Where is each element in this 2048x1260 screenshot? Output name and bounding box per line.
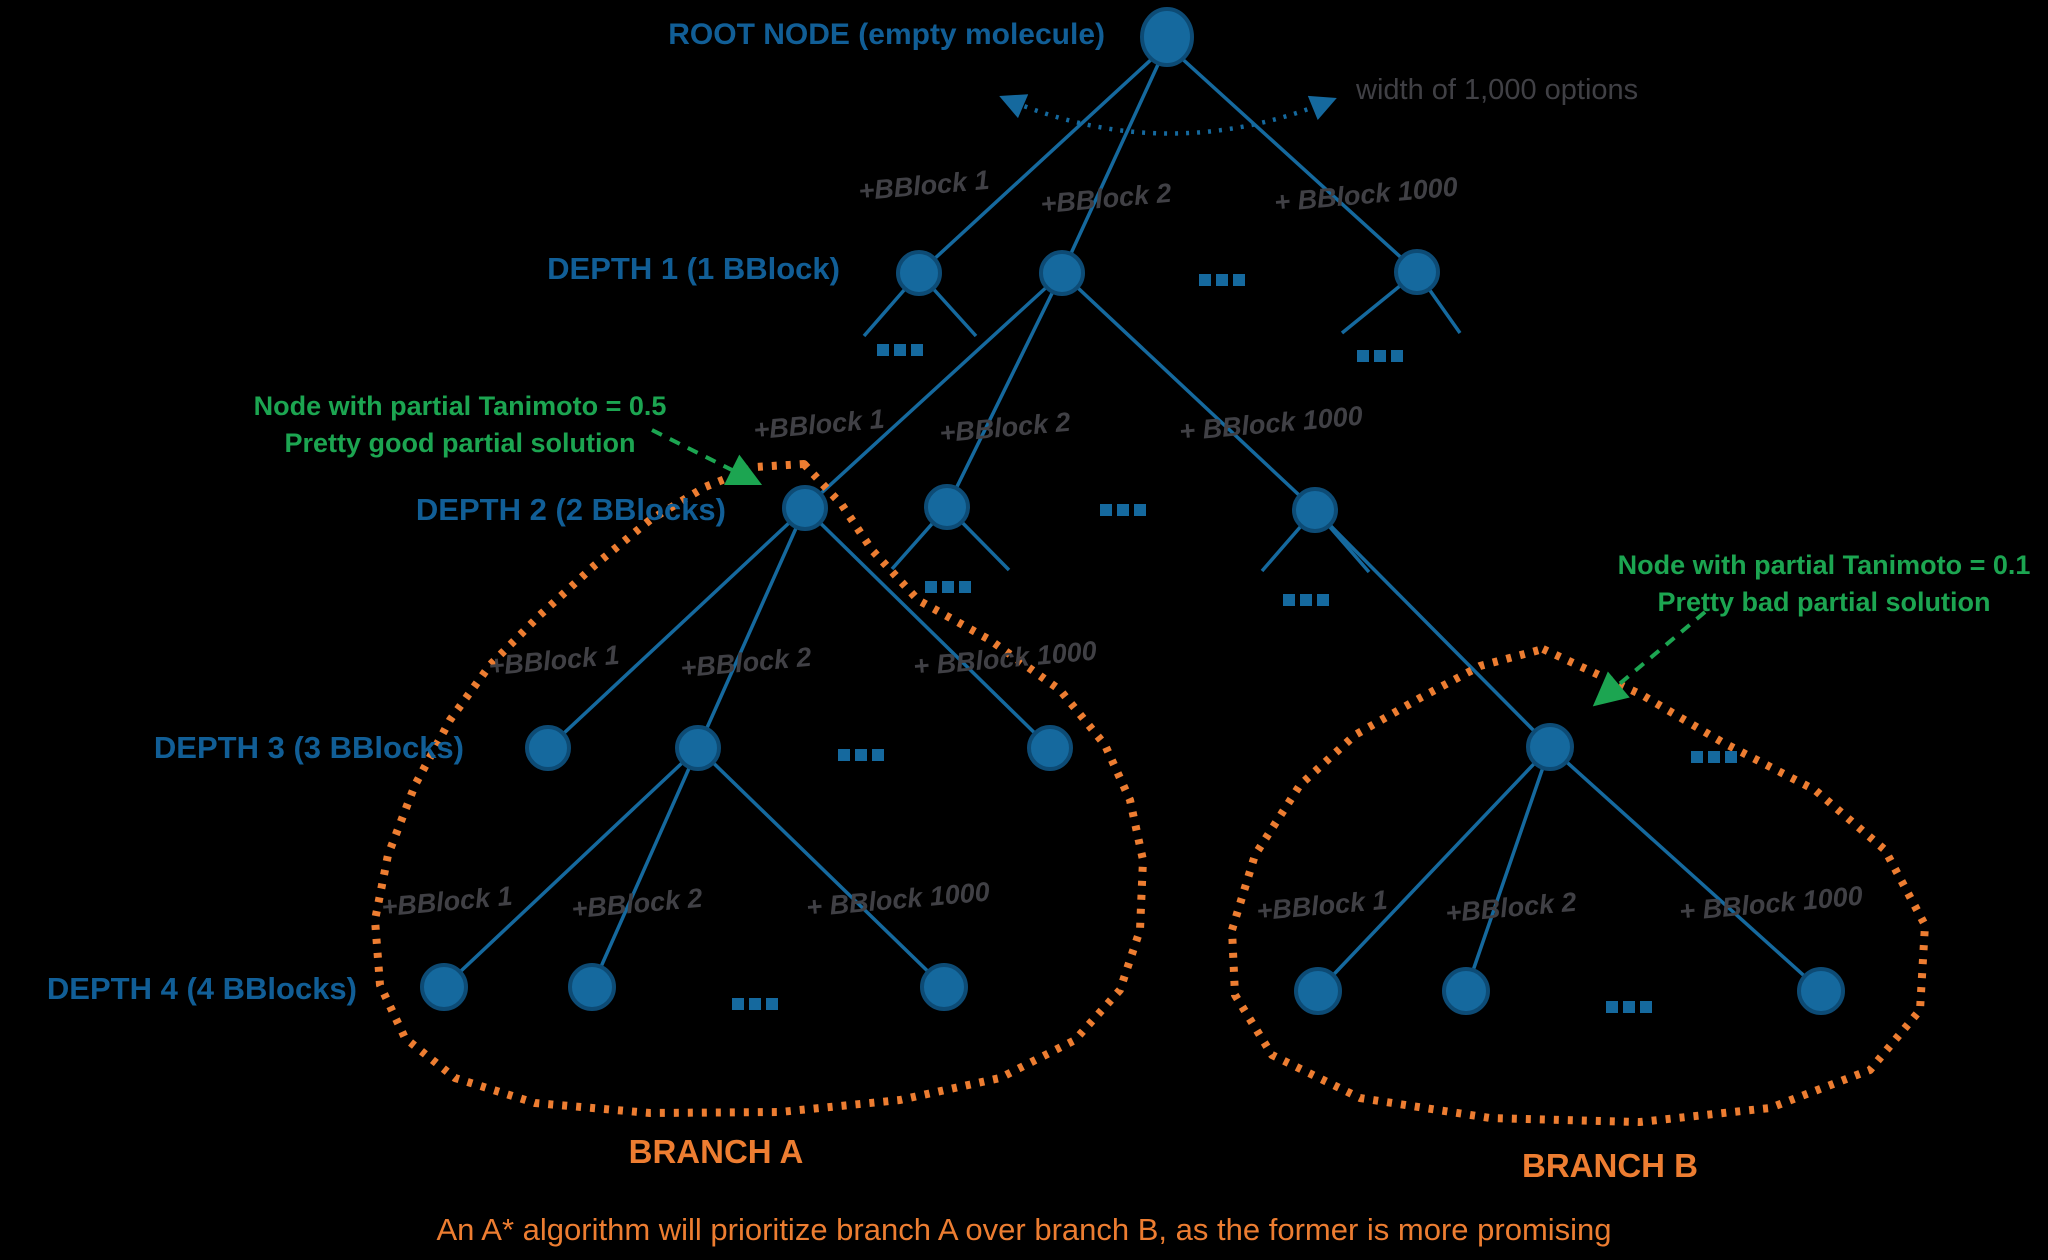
ellipsis bbox=[1100, 504, 1146, 516]
ellipsis bbox=[1691, 751, 1737, 763]
depth3-node bbox=[675, 725, 721, 771]
root-node-label: ROOT NODE (empty molecule) bbox=[668, 18, 1105, 51]
ellipsis bbox=[732, 998, 778, 1010]
depth2-node-good bbox=[782, 485, 828, 531]
branch-a-outline bbox=[371, 460, 1147, 1117]
depth3-node-bad bbox=[1526, 723, 1574, 771]
width-arc-arrow bbox=[999, 94, 1337, 136]
good-node-note-line1: Node with partial Tanimoto = 0.5 bbox=[253, 391, 667, 421]
depth3-node bbox=[1027, 725, 1073, 771]
depth1-node bbox=[896, 250, 942, 296]
ellipsis bbox=[925, 581, 971, 593]
depth-4-label: DEPTH 4 (4 BBlocks) bbox=[46, 971, 357, 1006]
caption: An A* algorithm will prioritize branch A… bbox=[436, 1212, 1612, 1247]
branch-a-label: BRANCH A bbox=[628, 1133, 804, 1170]
depth-2-label: DEPTH 2 (2 BBlocks) bbox=[415, 492, 726, 527]
depth2-node bbox=[1292, 487, 1338, 533]
depth3-node bbox=[525, 725, 571, 771]
depth1-node bbox=[1394, 249, 1440, 295]
ellipsis bbox=[1283, 594, 1329, 606]
width-note: width of 1,000 options bbox=[1356, 74, 1639, 106]
depth4-node bbox=[568, 963, 616, 1011]
ellipsis bbox=[1199, 274, 1245, 286]
depth1-node bbox=[1039, 250, 1085, 296]
depth4-node bbox=[420, 963, 468, 1011]
branch-b-outline bbox=[1228, 645, 1929, 1126]
ellipsis bbox=[877, 344, 923, 356]
bad-node-note: Node with partial Tanimoto = 0.1 Pretty … bbox=[1600, 547, 2048, 621]
depth4-node bbox=[920, 963, 968, 1011]
root-node bbox=[1140, 7, 1194, 67]
depth4-node bbox=[1797, 967, 1845, 1015]
ellipsis bbox=[1357, 350, 1403, 362]
bad-node-note-line2: Pretty bad partial solution bbox=[1657, 587, 1991, 617]
tree-nodes bbox=[420, 7, 1845, 1015]
good-node-note-line2: Pretty good partial solution bbox=[284, 428, 636, 458]
branch-b-label: BRANCH B bbox=[1522, 1147, 1698, 1184]
depth4-node bbox=[1294, 967, 1342, 1015]
ellipsis bbox=[838, 749, 884, 761]
depth-1-label: DEPTH 1 (1 BBlock) bbox=[547, 251, 840, 286]
bad-node-note-line1: Node with partial Tanimoto = 0.1 bbox=[1617, 550, 2031, 580]
depth-3-label: DEPTH 3 (3 BBlocks) bbox=[153, 730, 464, 765]
depth4-node bbox=[1442, 967, 1490, 1015]
depth2-node bbox=[924, 484, 970, 530]
good-node-note: Node with partial Tanimoto = 0.5 Pretty … bbox=[235, 388, 685, 462]
bad-node-arrow bbox=[1592, 610, 1707, 707]
ellipsis bbox=[1606, 1001, 1652, 1013]
